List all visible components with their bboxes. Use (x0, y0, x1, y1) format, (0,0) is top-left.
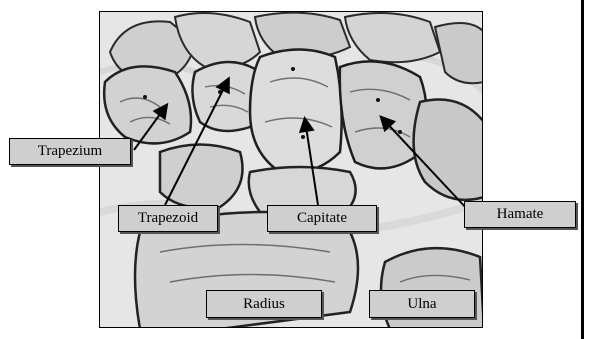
label-trapezoid: Trapezoid (118, 205, 218, 232)
label-hamate: Hamate (464, 201, 576, 228)
hamate-arrow (382, 118, 468, 210)
capitate-arrow (305, 120, 318, 205)
label-ulna: Ulna (369, 290, 475, 318)
trapezoid-arrow (165, 80, 228, 205)
trapezium-arrow (134, 106, 166, 150)
right-edge-rule (581, 0, 584, 339)
label-radius: Radius (206, 290, 322, 318)
label-trapezium: Trapezium (9, 138, 131, 165)
label-capitate: Capitate (267, 205, 377, 232)
